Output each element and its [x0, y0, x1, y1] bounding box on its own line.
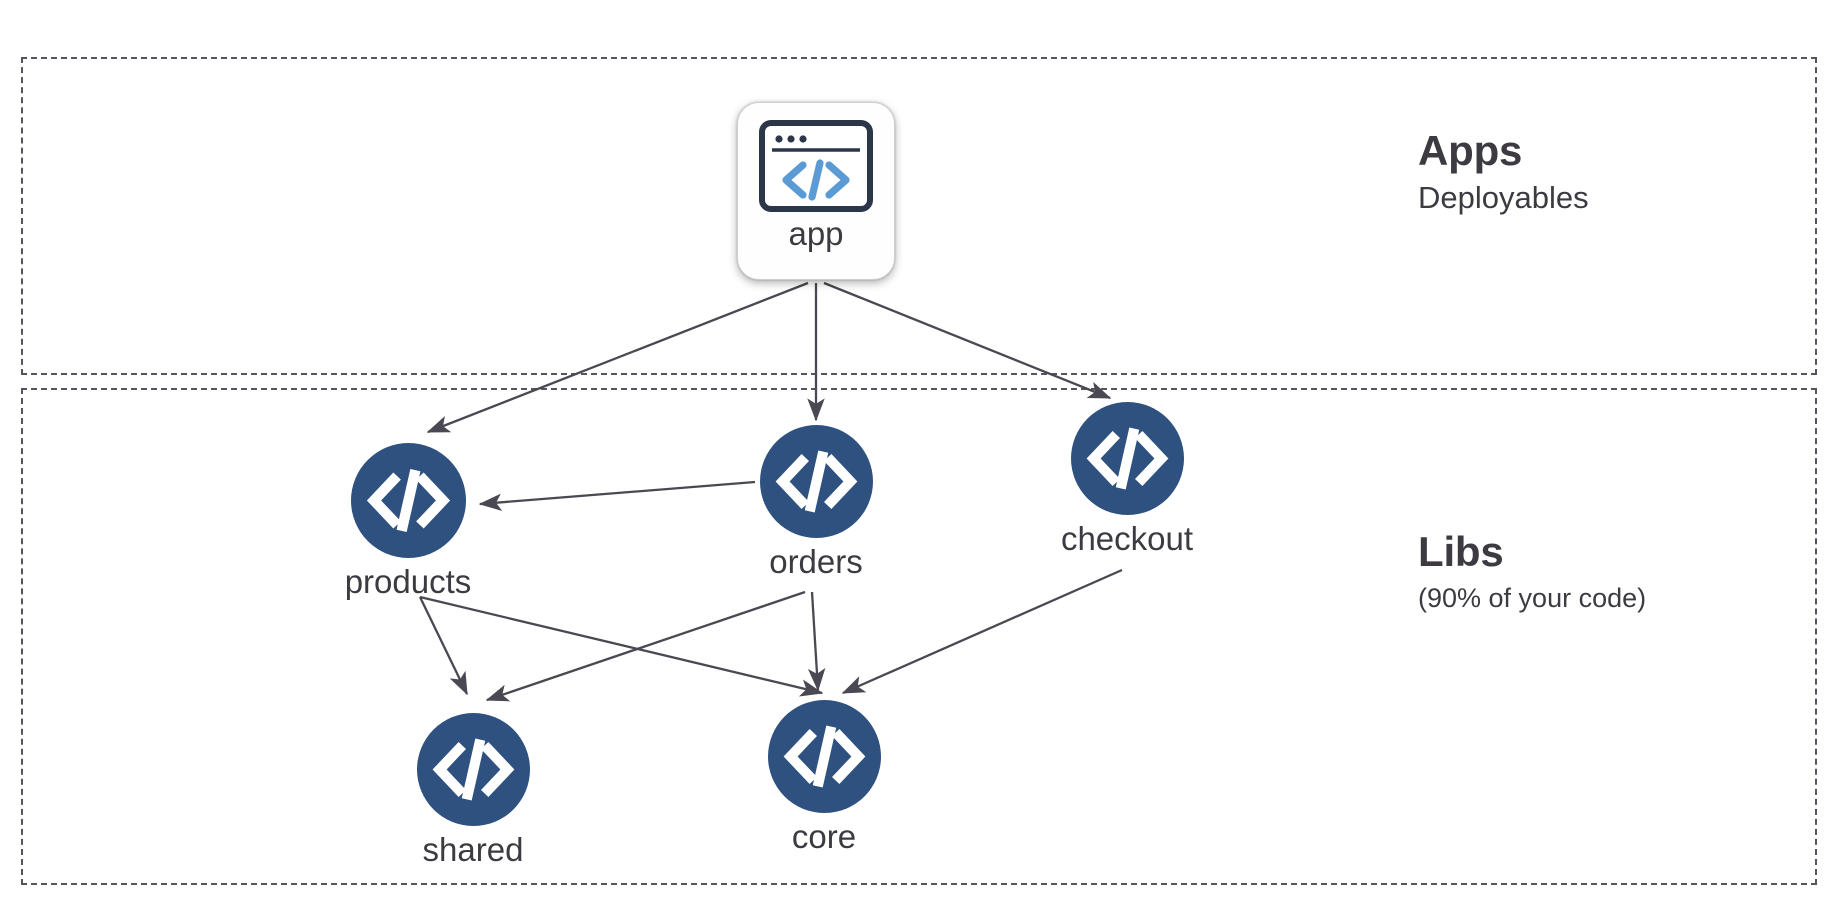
node-orders[interactable]: orders — [701, 425, 931, 578]
node-core-label: core — [791, 818, 857, 855]
zone-apps-caption: Apps Deployables — [1418, 126, 1589, 216]
code-brackets-icon — [350, 443, 466, 558]
node-app[interactable]: app — [737, 102, 895, 280]
node-app-label: app — [788, 215, 844, 252]
code-brackets-icon — [759, 425, 873, 538]
zone-libs-caption: Libs (90% of your code) — [1418, 527, 1646, 614]
node-orders-label: orders — [769, 543, 863, 580]
code-window-icon — [758, 119, 874, 213]
node-shared-label: shared — [422, 831, 524, 868]
zone-libs-title: Libs — [1418, 528, 1504, 575]
code-brackets-icon — [767, 700, 881, 813]
node-products-label: products — [344, 563, 472, 600]
zone-libs-subtitle: (90% of your code) — [1418, 582, 1647, 613]
node-products[interactable]: products — [293, 443, 523, 598]
code-brackets-icon — [1070, 402, 1184, 515]
zone-apps-subtitle: Deployables — [1418, 179, 1589, 215]
node-shared[interactable]: shared — [358, 713, 588, 866]
node-core[interactable]: core — [709, 700, 939, 853]
node-checkout-label: checkout — [1060, 520, 1194, 557]
node-checkout[interactable]: checkout — [1012, 402, 1242, 555]
code-brackets-icon — [416, 713, 530, 826]
zone-apps-title: Apps — [1418, 127, 1523, 174]
